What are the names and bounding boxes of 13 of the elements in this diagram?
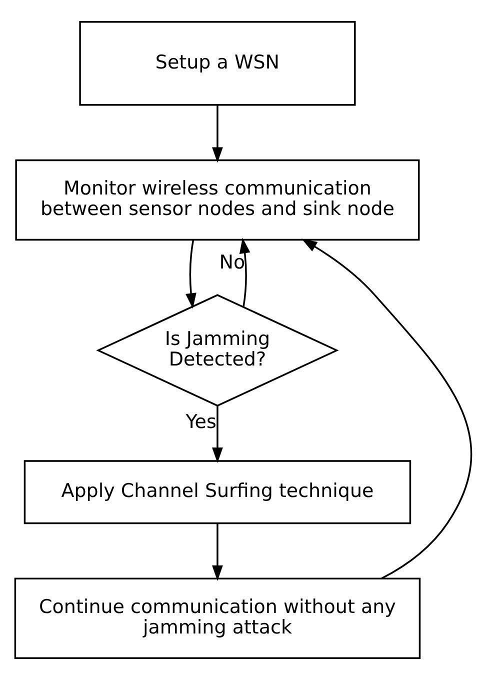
edge-label: No — [219, 250, 246, 273]
node-box: Setup a WSN — [79, 20, 356, 106]
arrow — [186, 240, 196, 308]
node-box: Monitor wireless communication between sensor nodes and sink node — [15, 158, 420, 240]
edge-label: Yes — [186, 410, 216, 433]
arrow — [302, 238, 472, 579]
arrow — [239, 237, 250, 306]
node-box: Continue communication without any jamming attack — [14, 577, 421, 658]
arrow — [212, 523, 223, 580]
arrow — [212, 104, 223, 162]
node-box: Apply Channel Surfing technique — [24, 460, 412, 524]
node-diamond: Is Jamming Detected? — [96, 294, 339, 406]
arrow — [212, 405, 223, 463]
